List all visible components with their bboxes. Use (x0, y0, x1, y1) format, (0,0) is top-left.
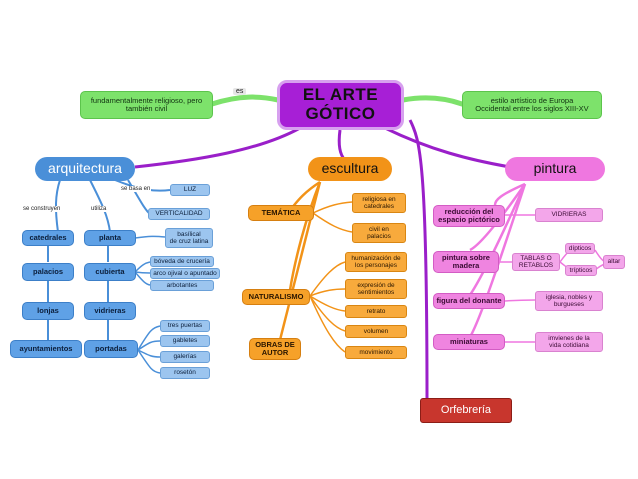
node-miniaturas[interactable]: miniaturas (433, 334, 505, 350)
node-cubierta[interactable]: cubierta (84, 263, 136, 281)
node-reduccion[interactable]: reducción del espacio pictórico (433, 205, 505, 227)
relation-utiliza: utiliza (90, 206, 108, 212)
node-obras-de-autor[interactable]: OBRAS DE AUTOR (249, 338, 301, 360)
node-orfebreria[interactable]: Orfebrería (420, 398, 512, 423)
central-node-arte-gotico[interactable]: EL ARTE GÓTICO (277, 80, 404, 130)
branch-arquitectura[interactable]: arquitectura (35, 157, 135, 181)
concept-religiosa[interactable]: religiosa en catedrales (352, 193, 406, 213)
branch-pintura[interactable]: pintura (505, 157, 605, 181)
concept-imagenes-vida[interactable]: imvienes de la vida cotidiana (535, 332, 603, 352)
concept-dipticos[interactable]: dípticos (565, 243, 595, 254)
node-lonjas[interactable]: lonjas (22, 302, 74, 320)
concept-movimiento[interactable]: movimiento (345, 346, 407, 359)
concept-roseton[interactable]: rosetón (160, 367, 210, 379)
concept-vidrieras[interactable]: VIDRIERAS (535, 208, 603, 222)
concept-boveda[interactable]: bóveda de crucería (150, 256, 214, 267)
concept-verticalidad[interactable]: VERTICALIDAD (148, 208, 210, 220)
node-pintura-madera[interactable]: pintura sobre madera (433, 251, 499, 273)
concept-arbotantes[interactable]: arbotantes (150, 280, 214, 291)
concept-expresion[interactable]: expresión de sentimientos (345, 279, 407, 299)
relation-se-construyen: se construyen (22, 206, 62, 212)
concept-luz[interactable]: LUZ (170, 184, 210, 196)
node-planta[interactable]: planta (84, 230, 136, 246)
definition-estilo[interactable]: estilo artístico de Europa Occidental en… (462, 91, 602, 119)
relation-es: es (233, 88, 247, 95)
concept-altar[interactable]: altar (603, 255, 625, 269)
relation-se-basa-en: se basa en (120, 186, 152, 192)
concept-tablas[interactable]: TABLAS O RETABLOS (512, 253, 560, 271)
branch-escultura[interactable]: escultura (308, 157, 392, 181)
concept-humanizacion[interactable]: humanización de los personajes (345, 252, 407, 272)
node-tematica[interactable]: TEMÁTICA (248, 205, 314, 221)
concept-gabletes[interactable]: gabletes (160, 335, 210, 347)
concept-tripticos[interactable]: trípticos (565, 265, 597, 276)
node-figura-donante[interactable]: figura del donante (433, 293, 505, 309)
concept-tres-puertas[interactable]: tres puertas (160, 320, 210, 332)
concept-basilical[interactable]: basílical de cruz latina (165, 228, 213, 248)
node-ayuntamientos[interactable]: ayuntamientos (10, 340, 82, 358)
node-naturalismo[interactable]: NATURALISMO (242, 289, 310, 305)
node-vidrieras-arq[interactable]: vidrieras (84, 302, 136, 320)
node-catedrales[interactable]: catedrales (22, 230, 74, 246)
concept-iglesia-nobles[interactable]: iglesia, nobles y burgueses (535, 291, 603, 311)
node-palacios[interactable]: palacios (22, 263, 74, 281)
node-portadas[interactable]: portadas (84, 340, 138, 358)
concept-civil[interactable]: civil en palacios (352, 223, 406, 243)
concept-arco-ojival[interactable]: arco ojival o apuntado (150, 268, 220, 279)
concept-galerias[interactable]: galerías (160, 351, 210, 363)
definition-religioso[interactable]: fundamentalmente religioso, pero también… (80, 91, 213, 119)
concept-volumen[interactable]: volumen (345, 325, 407, 338)
concept-retrato[interactable]: retrato (345, 305, 407, 318)
